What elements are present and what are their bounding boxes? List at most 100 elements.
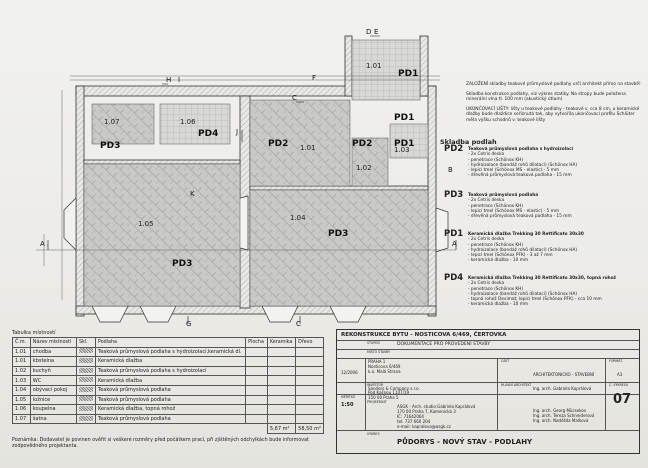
address-line: k.ú. Malá Strana <box>368 369 401 374</box>
composition-line: - 2x Cetris deska <box>468 281 505 287</box>
composition-title: Skladba podlah <box>440 138 497 146</box>
floor-room-102 <box>351 137 389 187</box>
room-number: 1.02 <box>12 365 31 377</box>
room-number: 1.03 <box>394 146 410 154</box>
format: A3 <box>617 372 623 377</box>
section-mark-h: H <box>166 76 171 84</box>
designer: e-mail: kapralova@asgk.cz <box>397 424 451 429</box>
composition-line: - penetrace (Schönox KH) <box>468 286 524 292</box>
room-number: 1.05 <box>138 220 154 228</box>
section-mark-a: A <box>40 240 45 248</box>
room-floor: Keramická dlažba <box>94 375 247 386</box>
column-header: Podlaha <box>94 337 247 348</box>
drawing-title: PŮDORYS - NOVÝ STAV - PODLAHY <box>397 438 533 446</box>
floor-swatch <box>78 415 93 421</box>
table-row: 1.03 WC Keramická dlažba <box>12 375 324 386</box>
room-table: Tabulka místností Č.m. Název místnosti S… <box>12 330 324 434</box>
sheet-label: Č. VÝKRESU <box>609 383 629 387</box>
stage: DOKUMENTACE PRO PROVEDENÍ STAVBY <box>397 342 491 347</box>
section-mark-e: E <box>374 28 378 36</box>
room-number: 1.07 <box>104 118 120 126</box>
section-mark-c: C <box>292 94 297 102</box>
composition-code: PD3 <box>444 190 464 200</box>
general-notes: ZALOŽENÍ skladby teakové průmyslové podl… <box>466 82 644 128</box>
composition-line: - 2x Cetris deska <box>468 237 505 243</box>
column-header: Plocha <box>245 337 268 348</box>
room-name: chodba <box>29 346 77 358</box>
room-number: 1.03 <box>12 375 31 386</box>
section-mark-d: D <box>366 28 371 36</box>
room-name: kuchyň <box>29 365 77 377</box>
room-floor: Teaková průmyslová podlaha <box>94 413 247 425</box>
floor-room-105 <box>83 163 241 307</box>
floor-room-106 <box>159 103 231 145</box>
room-number: 1.06 <box>180 118 196 126</box>
composition-item-pd1: PD1 Keramická dlažba Trekking 30 Rettifi… <box>438 229 644 270</box>
room-name: kbstelna <box>29 356 77 367</box>
room-number: 1.07 <box>12 413 31 425</box>
team-member: Ing. arch. Naděžda Malková <box>533 418 589 423</box>
room-floor: Teaková průmyslová podlaha s hydroizolac… <box>94 365 247 377</box>
dimension-lines <box>36 75 456 300</box>
room-name: obývací pokoj <box>29 384 77 396</box>
room-number: 1.06 <box>12 404 31 415</box>
place-label: MÍSTO STAVBY <box>367 350 391 354</box>
composition-code: PD2 <box>444 144 464 154</box>
section-mark-i: I <box>178 76 180 84</box>
designer: tel: 737 660 204 <box>397 419 431 424</box>
table-row: 1.05 ložnice Teaková průmyslová podlaha <box>12 394 324 406</box>
section-mark-j: J <box>235 128 238 136</box>
composition-line: - dřevěná průmyslová teaková podlaha - 1… <box>468 173 572 179</box>
room-number: 1.02 <box>356 164 372 172</box>
room-number: 1.01 <box>12 356 31 367</box>
investor: Pod Kašnou 1107/19 <box>368 390 410 395</box>
composition-item-pd4: PD4 Keramická dlažba Trekking 30 Rettifi… <box>438 273 644 316</box>
composition-code: PD4 <box>444 273 464 283</box>
drawing-label: VÝKRES <box>367 432 380 436</box>
designer: IČ: 71642064 <box>397 414 424 419</box>
investor: Sanders & Company s.r.o. <box>368 386 420 391</box>
room-name: ložnice <box>29 394 77 406</box>
room-number: 1.05 <box>12 394 31 406</box>
section-mark-f: F <box>312 74 316 82</box>
composition-line: - penetrace (Schönox KH) <box>468 242 524 248</box>
room-code-pd1: PD1 <box>398 69 418 79</box>
floor-swatch <box>78 348 93 354</box>
composition-line: - dřevěná průmyslová teaková podlaha - 1… <box>468 214 572 220</box>
floor-swatch <box>78 405 93 411</box>
total-wood: 58,50 m² <box>295 423 324 434</box>
composition-heading: Teaková průmyslová podlaha <box>468 193 539 198</box>
floor-room-104 <box>249 189 429 307</box>
room-name: WC <box>29 375 77 386</box>
composition-line: - keramická dlažba - 10 mm <box>468 258 529 264</box>
sheet-number: 07 <box>613 392 632 407</box>
table-row: 1.07 šatna Teaková průmyslová podlaha <box>12 413 324 425</box>
place: PRAHA 1 <box>368 359 386 364</box>
room-floor: Teaková průmyslová podlaha <box>94 394 247 406</box>
floor-room-103 <box>389 123 429 159</box>
composition-line: - 2x Cetris deska <box>468 152 505 158</box>
designer: 170 00 Praha 7, Kamenická 3 <box>397 409 456 414</box>
composition-code: PD1 <box>444 229 464 239</box>
investor-label: INVESTOR <box>367 383 384 387</box>
section-mark-k: K <box>190 190 195 198</box>
room-code-pd3: PD3 <box>100 141 120 151</box>
composition-item-pd3: PD3 Teaková průmyslová podlaha - 2x Cetr… <box>438 190 644 227</box>
architect: Ing. arch. Gabriela Kaprálová <box>533 386 592 391</box>
format-label: FORMÁT <box>609 359 623 363</box>
floor-swatch <box>78 357 93 363</box>
column-header: Dřevo <box>295 337 324 348</box>
composition-line: - penetrace (Schönox KH) <box>468 203 524 209</box>
designer-label: PROJEKTANT <box>367 400 387 404</box>
room-name: koupelna <box>29 404 77 415</box>
designer: ASGK - Arch. studio Gabriela Kaprálová <box>397 404 476 409</box>
section-mark-b: B <box>448 166 453 174</box>
address-line: Nosticova 6/469 <box>368 364 401 369</box>
column-header: Keramika <box>266 337 297 348</box>
composition-line: - penetrace (Schönox KH) <box>468 157 524 163</box>
scale-label: MĚŘÍTKO <box>341 395 356 399</box>
room-number: 1.01 <box>12 346 31 358</box>
room-code-pd2: PD2 <box>268 139 288 149</box>
floor-room-101 <box>249 99 351 187</box>
composition-line: - 2x Cetris deska <box>468 198 505 204</box>
